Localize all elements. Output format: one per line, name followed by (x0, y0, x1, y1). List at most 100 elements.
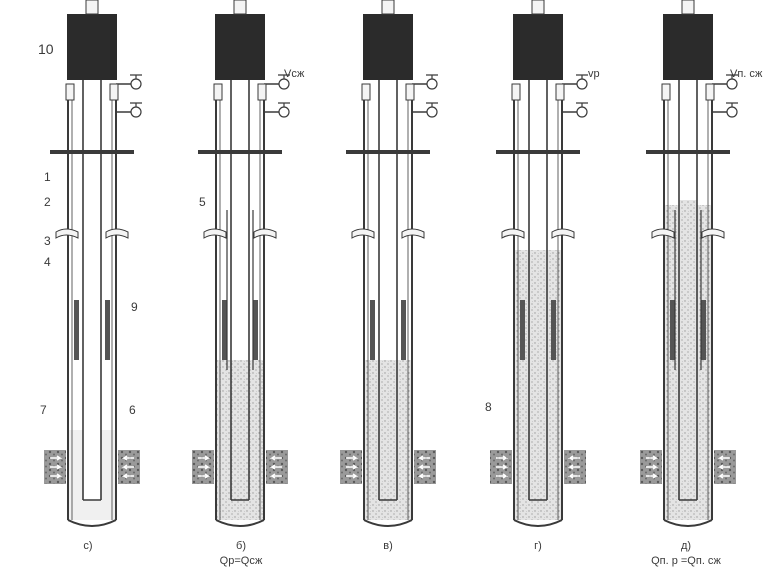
perforation-arrow (417, 473, 430, 479)
perforation-arrow (269, 455, 282, 461)
perforation-arrow (269, 464, 282, 470)
tubing-fluid (529, 250, 547, 500)
label-9: 9 (131, 300, 138, 314)
perforation-arrow (346, 464, 359, 470)
perforation-arrow (646, 473, 659, 479)
valve-label-b: Vсж (284, 68, 305, 80)
valve-upper-icon (426, 78, 438, 90)
label-5: 5 (199, 195, 206, 209)
well-panel-1 (44, 0, 142, 527)
tubing-fluid (231, 360, 249, 500)
perforation-arrow (417, 455, 430, 461)
valve-lower-handle-icon (576, 102, 588, 107)
flange-block-right (555, 83, 565, 101)
drive-head (513, 14, 563, 80)
flange-block-right (109, 83, 119, 101)
label-1: 1 (44, 170, 51, 184)
casing-bottom (215, 519, 265, 527)
valve-upper-handle-icon (130, 74, 142, 79)
valve-lower-icon (130, 106, 142, 118)
packer-right (401, 300, 406, 360)
casing-bottom (363, 519, 413, 527)
well-panel-4 (490, 0, 588, 527)
drive-shaft (681, 0, 695, 15)
drive-shaft (85, 0, 99, 15)
flange-block-left (213, 83, 223, 101)
packer-right (105, 300, 110, 360)
well-panel-2 (192, 0, 290, 527)
casing-bottom (67, 519, 117, 527)
tubing-interior (83, 90, 101, 500)
perforation-arrow (269, 473, 282, 479)
well-panel-3 (340, 0, 438, 527)
perforation-arrow (567, 455, 580, 461)
casing-bottom (663, 519, 713, 527)
valve-lower-handle-icon (130, 102, 142, 107)
flange-block-left (361, 83, 371, 101)
label-2: 2 (44, 195, 51, 209)
valve-label-d: Vп. сж (730, 68, 763, 80)
perforation-arrow (121, 464, 134, 470)
drive-head (215, 14, 265, 80)
flange-block-right (705, 83, 715, 101)
valve-label-g: vр (588, 68, 600, 80)
flange-block-right (257, 83, 267, 101)
valve-lower-icon (278, 106, 290, 118)
clamp-right (551, 228, 575, 239)
perforation-arrow (567, 473, 580, 479)
clamp-left (203, 228, 227, 239)
valve-upper-handle-icon (426, 74, 438, 79)
label-10: 10 (38, 41, 54, 57)
label-3: 3 (44, 234, 51, 248)
caption-d-formula: Qп. р =Qп. сж (651, 555, 721, 567)
packer-right (253, 300, 258, 360)
perforation-arrow (496, 464, 509, 470)
packer-left (370, 300, 375, 360)
ground-flange (50, 150, 134, 154)
valve-lower-handle-icon (426, 102, 438, 107)
drive-head (663, 14, 713, 80)
clamp-left (651, 228, 675, 239)
perforation-arrow (198, 473, 211, 479)
valve-lower-handle-icon (278, 102, 290, 107)
flange-block-left (65, 83, 75, 101)
perforation-arrow (417, 464, 430, 470)
valve-upper-icon (278, 78, 290, 90)
caption-b-formula: Qр=Qсж (219, 555, 263, 567)
flange-block-left (661, 83, 671, 101)
perforation-arrow (646, 455, 659, 461)
perforation-arrow (198, 455, 211, 461)
perforation-arrow (646, 464, 659, 470)
valve-lower-icon (576, 106, 588, 118)
perforation-arrow (717, 464, 730, 470)
casing-bottom (513, 519, 563, 527)
perforation-arrow (567, 464, 580, 470)
valve-upper-icon (576, 78, 588, 90)
clamp-left (55, 228, 79, 239)
caption-v-label: в) (383, 540, 393, 552)
packer-right (551, 300, 556, 360)
valve-lower-icon (726, 106, 738, 118)
valve-lower-icon (426, 106, 438, 118)
packer-left (520, 300, 525, 360)
drive-shaft (233, 0, 247, 15)
perforation-arrow (50, 473, 63, 479)
valve-upper-handle-icon (726, 74, 738, 79)
drive-head (363, 14, 413, 80)
caption-b-label: б) (236, 540, 246, 552)
perforation-arrow (717, 473, 730, 479)
valve-upper-icon (130, 78, 142, 90)
perforation-arrow (346, 473, 359, 479)
perforation-arrow (717, 455, 730, 461)
ground-flange (496, 150, 580, 154)
label-6: 6 (129, 403, 136, 417)
flange-block-left (511, 83, 521, 101)
tubing-fluid (679, 200, 697, 500)
ground-flange (646, 150, 730, 154)
ground-flange (198, 150, 282, 154)
drive-shaft (531, 0, 545, 15)
caption-d-label: д) (680, 540, 692, 552)
label-7: 7 (40, 403, 47, 417)
perforation-arrow (496, 455, 509, 461)
